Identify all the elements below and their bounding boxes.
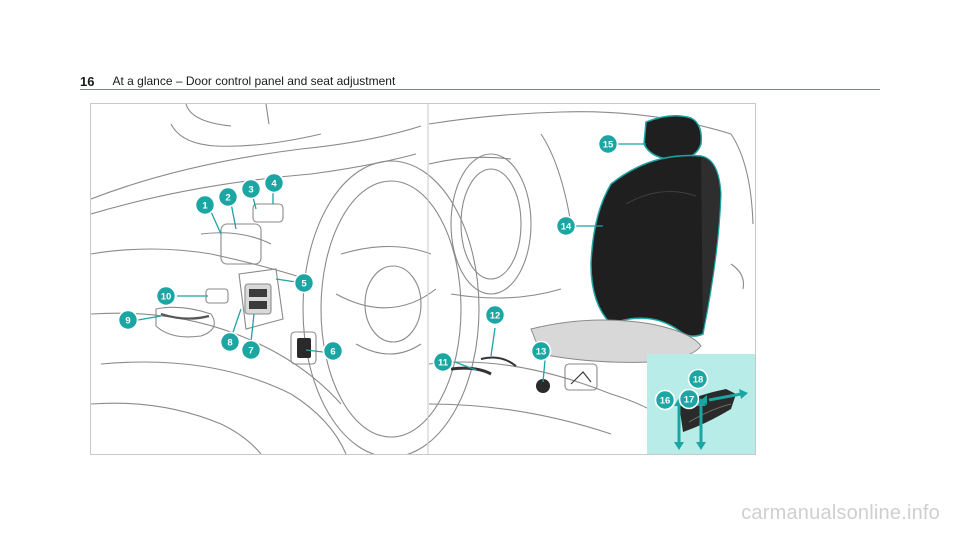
callout-17: 17 [678,388,700,410]
svg-text:8: 8 [227,338,232,349]
svg-text:10: 10 [161,292,172,303]
watermark: carmanualsonline.info [741,502,940,524]
callout-12: 12 [484,304,506,326]
svg-text:1: 1 [202,201,208,212]
svg-text:17: 17 [684,395,695,406]
svg-text:14: 14 [561,222,572,233]
callout-10: 10 [155,285,177,307]
page-number: 16 [80,73,95,89]
svg-text:18: 18 [693,375,704,386]
callout-6: 6 [322,340,344,362]
svg-text:3: 3 [248,185,253,196]
seat-illustration [428,111,755,454]
illustration-figure: 1 2 3 4 5 6 7 8 9 10 11 12 13 14 15 16 1… [90,103,756,455]
svg-text:5: 5 [301,279,307,290]
svg-text:2: 2 [225,193,230,204]
callout-18: 18 [687,368,709,390]
callout-7: 7 [240,339,262,361]
callout-9: 9 [117,309,139,331]
callout-8: 8 [219,331,241,353]
callout-5: 5 [293,272,315,294]
illustration-svg: 1 2 3 4 5 6 7 8 9 10 11 12 13 14 15 16 1… [91,104,755,454]
callout-4: 4 [263,172,285,194]
header-rule [80,89,880,90]
svg-text:9: 9 [125,316,130,327]
door-panel-illustration [91,104,480,454]
callout-11: 11 [432,351,454,373]
leader-lines [137,143,646,383]
svg-text:11: 11 [438,358,449,369]
page-header: 16 At a glance – Door control panel and … [80,72,395,90]
svg-text:6: 6 [330,347,335,358]
svg-text:4: 4 [271,179,277,190]
svg-text:7: 7 [248,346,253,357]
svg-text:15: 15 [603,140,614,151]
svg-text:12: 12 [490,311,501,322]
callout-13: 13 [530,340,552,362]
page-title: At a glance – Door control panel and sea… [112,74,396,88]
svg-text:16: 16 [660,396,671,407]
svg-text:13: 13 [536,347,547,358]
callout-15: 15 [597,133,619,155]
callout-2: 2 [217,186,239,208]
callout-14: 14 [555,215,577,237]
callout-1: 1 [194,194,216,216]
callout-3: 3 [240,178,262,200]
callout-16: 16 [654,389,676,411]
